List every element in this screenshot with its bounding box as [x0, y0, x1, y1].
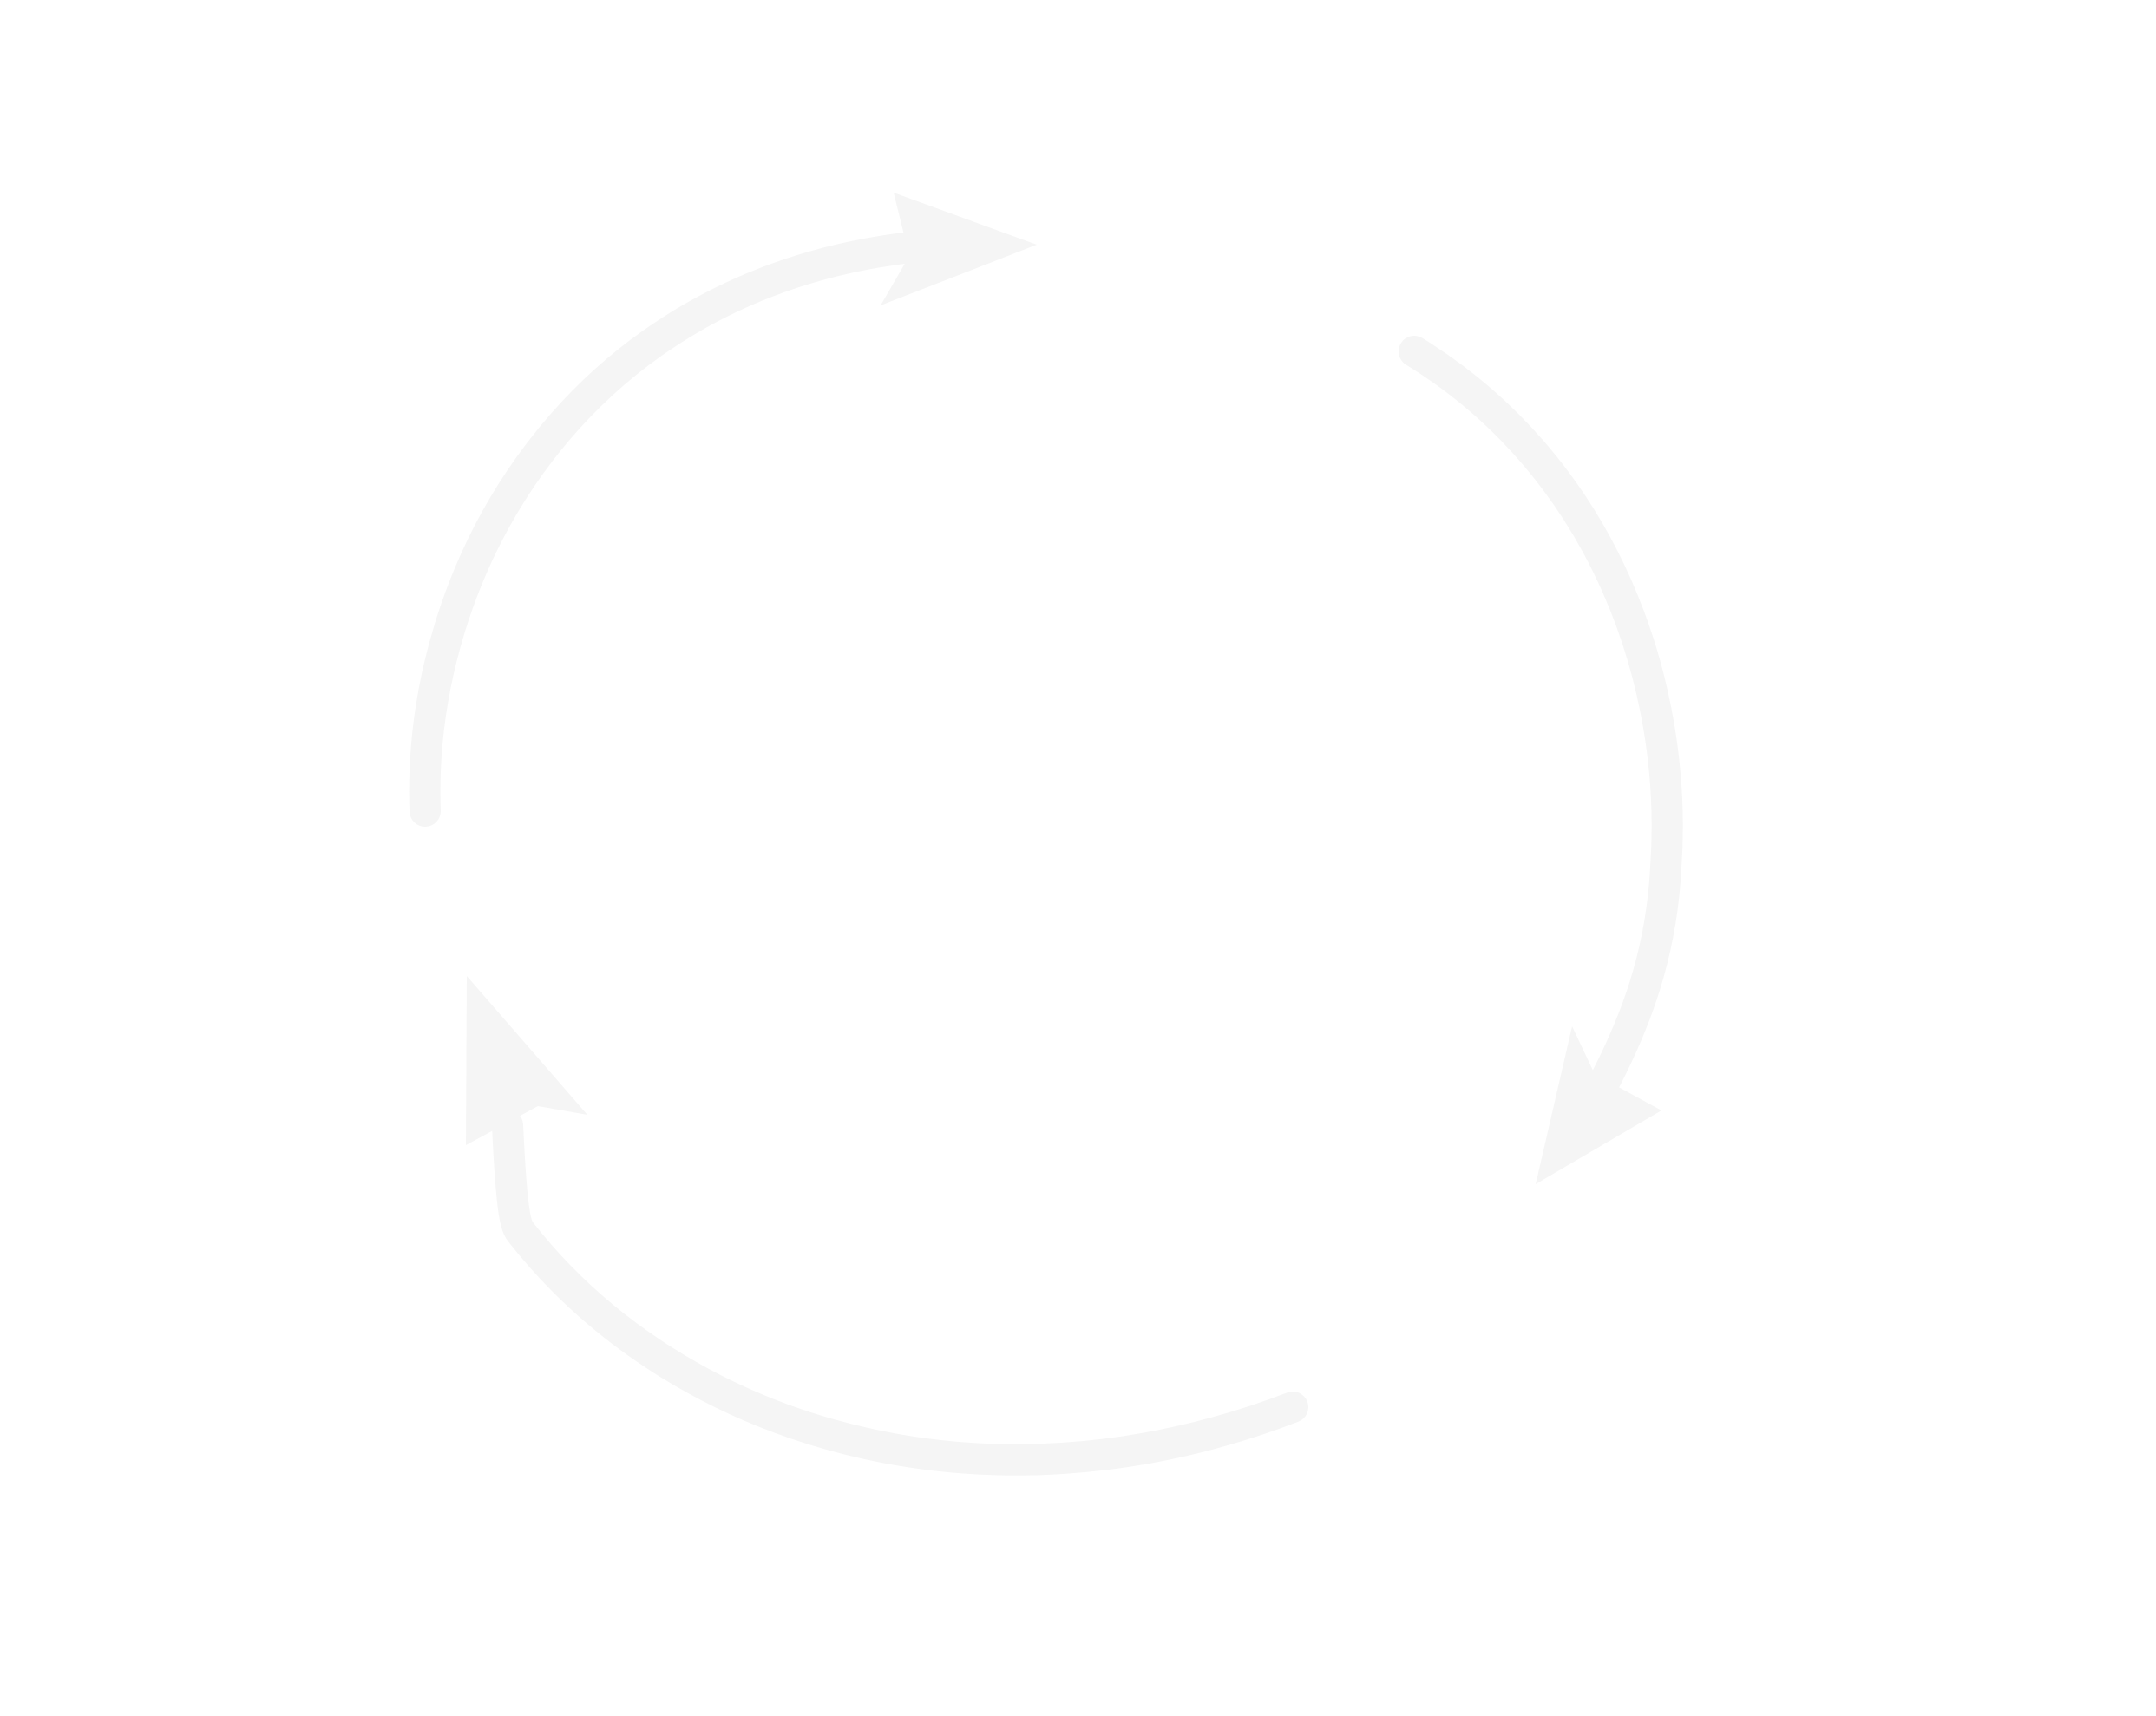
cycle-arrow-bottom-head	[466, 976, 587, 1145]
cycle-arrow-right	[1399, 336, 1683, 1184]
cycle-arrow-bottom	[466, 976, 1308, 1476]
cycle-arrow-bottom-shaft	[492, 1110, 1308, 1476]
cycle-arrow-right-head	[1536, 1026, 1661, 1184]
cycle-arrow-top	[409, 193, 1037, 827]
cycle-arrow-top-head	[881, 193, 1037, 305]
cycle-arrow-right-shaft	[1399, 336, 1683, 1104]
cycle-arrow-top-shaft	[409, 232, 927, 827]
